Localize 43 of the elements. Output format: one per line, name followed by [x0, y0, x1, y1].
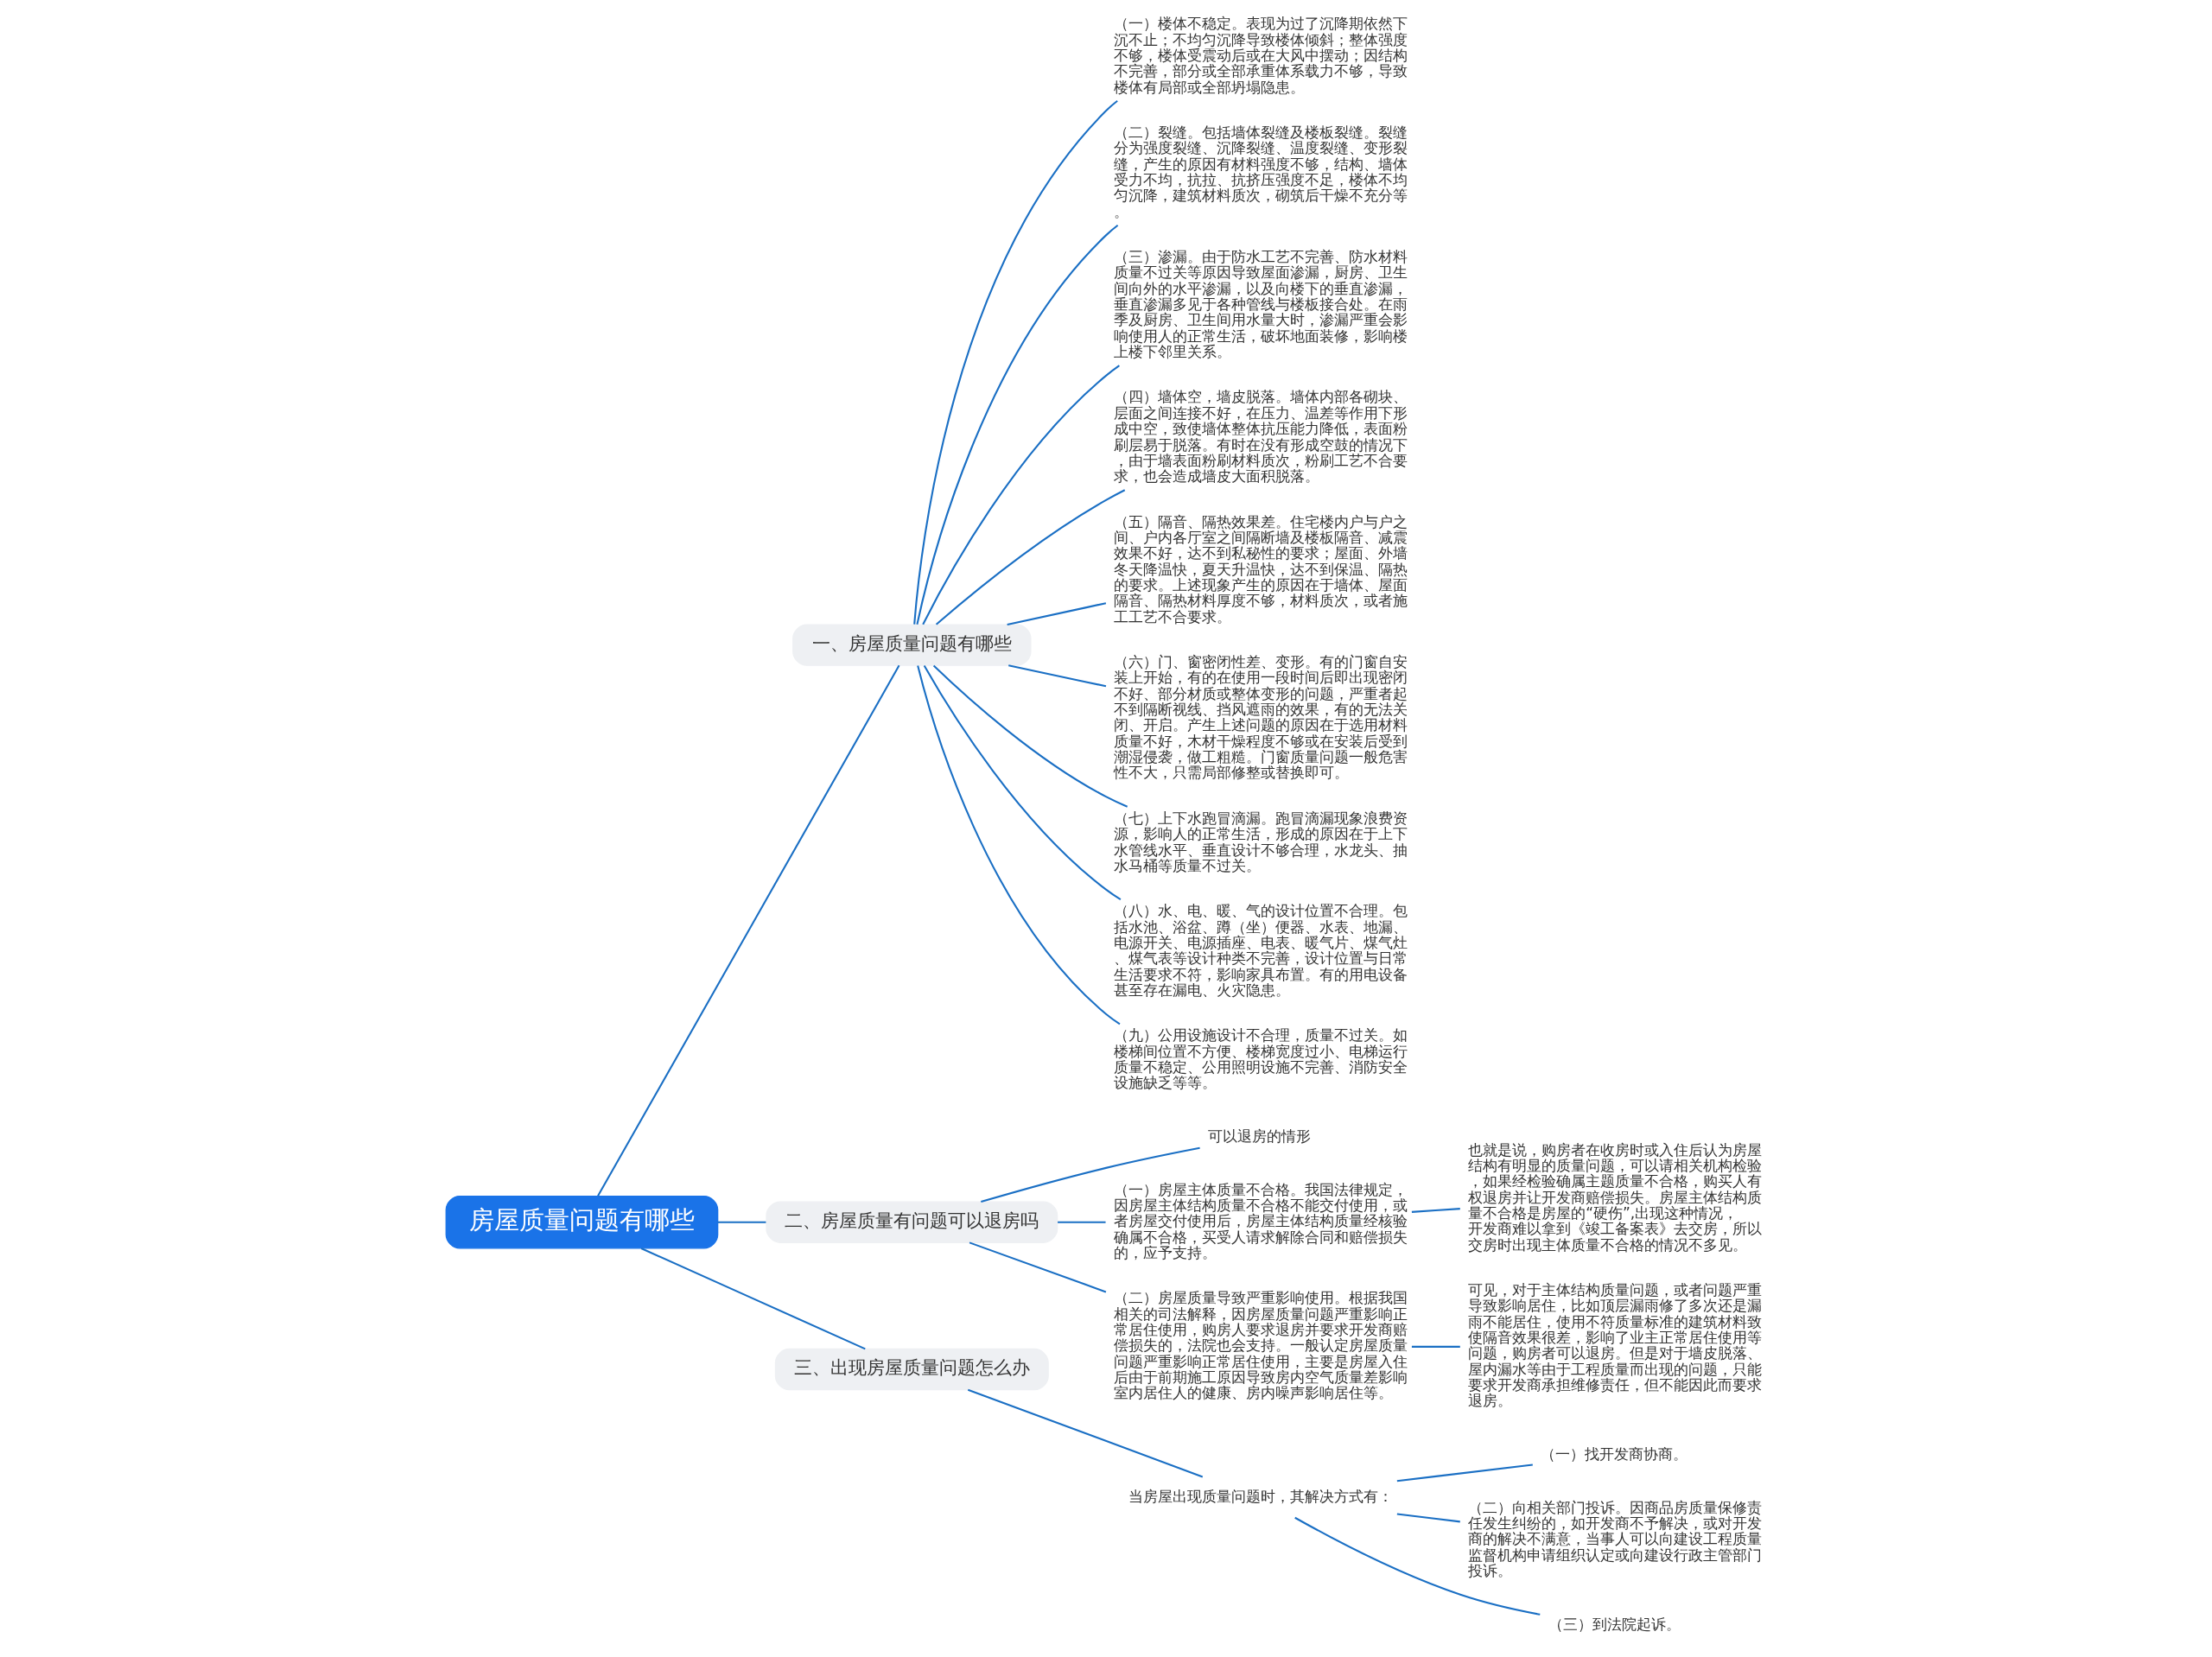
connector — [1396, 1463, 1533, 1482]
connector — [967, 1388, 1204, 1477]
connector — [922, 364, 1120, 625]
connector — [717, 1221, 766, 1223]
connector — [935, 488, 1126, 625]
connector — [981, 1146, 1200, 1203]
node-text: （三）到法院起诉。 — [1548, 1615, 1681, 1633]
connector — [1008, 663, 1107, 687]
node-text: （九）公用设施设计不合理，质量不过关。如楼梯间位置不方便、楼梯宽度过小、电梯运行质量不稳定、公用照明设施不完善、消防安全设施缺乏等等。 — [1114, 1025, 1408, 1091]
connector — [916, 224, 1119, 625]
node-text: 也就是说，购房者在收房时或入住后认为房屋结构有明显的质量问题，可以请相关机构检验，如果经检验确属主题质量不合格，购买人有权退房并让开发商赔偿损失。房屋主体结构质量不合格是房屋的“硬伤”,出现这种情况，开发商难以拿到《竣工备案表》去交房，所以交房时出现主体质量不合格的情况不多见。 — [1468, 1140, 1763, 1254]
connector — [1294, 1516, 1541, 1616]
node-text: （三）渗漏。由于防水工艺不完善、防水材料质量不过关等原因导致屋面渗漏，厨房、卫生间向外的水平渗漏，以及向楼下的垂直渗漏，垂直渗漏多见于各种管线与楼板接合处。在雨季及厨房、卫生间用水量大时，渗漏严重会影响使用人的正常生活，破坏地面装修，影响楼上楼下邻里关系。 — [1114, 247, 1408, 360]
node-box: 房屋质量问题有哪些 — [445, 1195, 719, 1249]
connector — [1007, 601, 1107, 625]
node-box: 一、房屋质量问题有哪些 — [792, 623, 1032, 666]
node-text: （五）隔音、隔热效果差。住宅楼内户与户之间、户内各厅室之间隔断墙及楼板隔音、减震效果不好，达不到私秘性的要求；屋面、外墙冬天降温快，夏天升温快，达不到保温、隔热的要求。上述现象产生的原因在于墙体、屋面隔音、隔热材料厚度不够，材料质次，或者施工工艺不合要求。 — [1114, 512, 1408, 625]
node-text: （八）水、电、暖、气的设计位置不合理。包括水池、浴盆、蹲（坐）便器、水表、地漏、电源开关、电源插座、电表、暖气片、煤气灶、煤气表等设计种类不完善，设计位置与日常生活要求不符，影响家具布置。有的用电设备甚至存在漏电、火灾隐患。 — [1114, 901, 1408, 999]
connector — [1411, 1207, 1460, 1213]
node-text: （一）楼体不稳定。表现为过了沉降期依然下沉不止；不均匀沉降导致楼体倾斜；整体强度不够，楼体受震动后或在大风中摆动；因结构不完善，部分或全部承重体系载力不够，导致楼体有局部或全部坍塌隐患。 — [1114, 14, 1408, 96]
connector — [923, 664, 1122, 900]
connector — [1058, 1221, 1106, 1223]
connector — [932, 664, 1128, 808]
node-text: 当房屋出现质量问题时，其解决方式有： — [1128, 1487, 1394, 1505]
node-text: （一）房屋主体质量不合格。我国法律规定，因房屋主体结构质量不合格不能交付使用，或者房屋交付使用后，房屋主体结构质量经核验确属不合格，买受人请求解除合同和赔偿损失的，应予支持。 — [1114, 1180, 1408, 1261]
connector — [1396, 1512, 1460, 1522]
connector — [969, 1241, 1107, 1292]
node-text: （二）房屋质量导致严重影响使用。根据我国相关的司法解释，因房屋质量问题严重影响正常居住使用，购房人要求退房并要求开发商赔偿损失的，法院也会支持。一般认定房屋质量问题严重影响正常居住使用，主要是房屋入住后由于前期施工原因导致房内空气质量差影响室内居住人的健康、房内噪声影响居住等。 — [1114, 1288, 1408, 1401]
node-text: 可见，对于主体结构质量问题，或者问题严重导致影响居住，比如顶层漏雨修了多次还是漏雨不能居住，使用不符质量标准的建筑材料致使隔音效果很差，影响了业主正常居住使用等问题，购房者可以退房。但是对于墙皮脱落、屋内漏水等由于工程质量而出现的问题，只能要求开发商承担维修责任，但不能因此而要求退房。 — [1468, 1280, 1763, 1409]
node-text: （七）上下水跑冒滴漏。跑冒滴漏现象浪费资源，影响人的正常生活，形成的原因在于上下水管线水平、垂直设计不够合理，水龙头、抽水马桶等质量不过关。 — [1114, 809, 1408, 874]
connector — [1411, 1345, 1460, 1348]
node-text: 可以退房的情形 — [1207, 1127, 1311, 1145]
node-text: （一）找开发商协商。 — [1541, 1444, 1688, 1463]
connector — [640, 1247, 866, 1349]
connector — [597, 664, 900, 1197]
node-text: （六）门、窗密闭性差、变形。有的门窗自安装上开始，有的在使用一段时间后即出现密闭不好、部分材质或整体变形的问题，严重者起不到隔断视线、挡风遮雨的效果，有的无法关闭、开启。产生上述问题的原因在于选用材料质量不好，木材干燥程度不够或在安装后受到潮湿侵袭，做工粗糙。门窗质量问题一般危害性不大，只需局部修整或替换即可。 — [1114, 652, 1408, 781]
node-text: （四）墙体空，墙皮脱落。墙体内部各砌块、层面之间连接不好，在压力、温差等作用下形成中空，致使墙体整体抗压能力降低，表面粉刷层易于脱落。有时在没有形成空鼓的情况下，由于墙表面粉刷材料质次，粉刷工艺不合要求，也会造成墙皮大面积脱落。 — [1114, 387, 1408, 485]
node-text: （二）裂缝。包括墙体裂缝及楼板裂缝。裂缝分为强度裂缝、沉降裂缝、温度裂缝、变形裂缝，产生的原因有材料强度不够，结构、墙体受力不均，抗拉、抗挤压强度不足，楼体不均匀沉降，建筑材料质次，砌筑后干燥不充分等。 — [1114, 123, 1408, 220]
connector — [917, 664, 1121, 1025]
node-box: 二、房屋质量有问题可以退房吗 — [766, 1201, 1058, 1243]
node-text: （二）向相关部门投诉。因商品房质量保修责任发生纠纷的，如开发商不予解决，或对开发商的解决不满意，当事人可以向建设工程质量监督机构申请组织认定或向建设行政主管部门投诉。 — [1468, 1498, 1763, 1579]
node-box: 三、出现房屋质量问题怎么办 — [774, 1348, 1049, 1390]
connector — [913, 99, 1118, 625]
